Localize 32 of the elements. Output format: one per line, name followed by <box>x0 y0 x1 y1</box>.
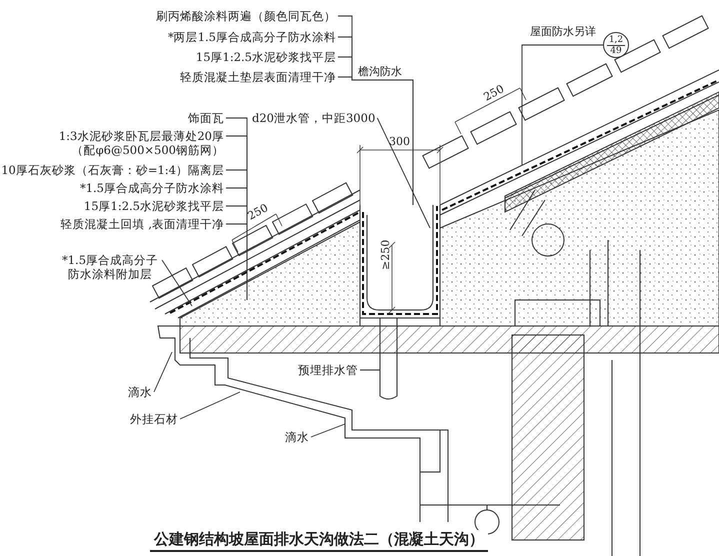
leader-line <box>376 118 430 228</box>
leader-line <box>310 424 346 438</box>
note-text: 屋面防水另详 <box>530 26 596 38</box>
dimension-text: ≥250 <box>380 240 392 270</box>
callout-text: 15厚1:2.5水泥砂浆找平层 <box>84 199 224 213</box>
drawing-title: 公建钢结构坡屋面排水天沟做法二（混凝土天沟） <box>150 530 488 552</box>
callout-text: 15厚1:2.5水泥砂浆找平层 <box>196 50 336 64</box>
dimension-text: 250 <box>482 83 506 104</box>
leader-line <box>162 260 192 306</box>
callout-text: 滴水 <box>285 430 309 444</box>
callout-text: 1:3水泥砂浆卧瓦层最薄处20厚（配φ6@500×500钢筋网） <box>39 129 224 157</box>
leader-line <box>180 392 240 420</box>
callout-text: 饰面瓦 <box>188 111 224 125</box>
leader-line <box>154 352 172 392</box>
callout-text: d20泄水管，中距3000 <box>252 111 376 125</box>
note-text: 檐沟防水 <box>358 66 402 78</box>
leader-line <box>522 44 604 166</box>
dimension-text: 250 <box>246 202 270 223</box>
callout-text: 外挂石材 <box>130 412 178 426</box>
sheet-number: 49 <box>610 46 622 56</box>
callout-text: 滴水 <box>128 385 152 399</box>
callout-text: *1.5厚合成高分子防水涂料 <box>80 181 224 195</box>
callout-text: 10厚石灰砂浆（石灰膏：砂=1:4）隔离层 <box>1 163 224 177</box>
callout-text: 轻质混凝土回填 ,表面清理干净 <box>60 217 224 231</box>
detail-number: 1,2 <box>606 34 626 46</box>
detail-index-circle <box>603 32 629 58</box>
callout-text: 轻质混凝土垫层表面清理干净 <box>180 70 336 84</box>
callout-text: 刷丙烯酸涂料两遍（颜色同瓦色） <box>156 9 336 23</box>
callout-text: 预埋排水管 <box>298 363 358 377</box>
dimension-text: 300 <box>389 136 410 148</box>
callout-text: *1.5厚合成高分子防水涂料附加层 <box>60 253 160 281</box>
callout-text: *两层1.5厚合成高分子防水涂料 <box>168 30 336 44</box>
